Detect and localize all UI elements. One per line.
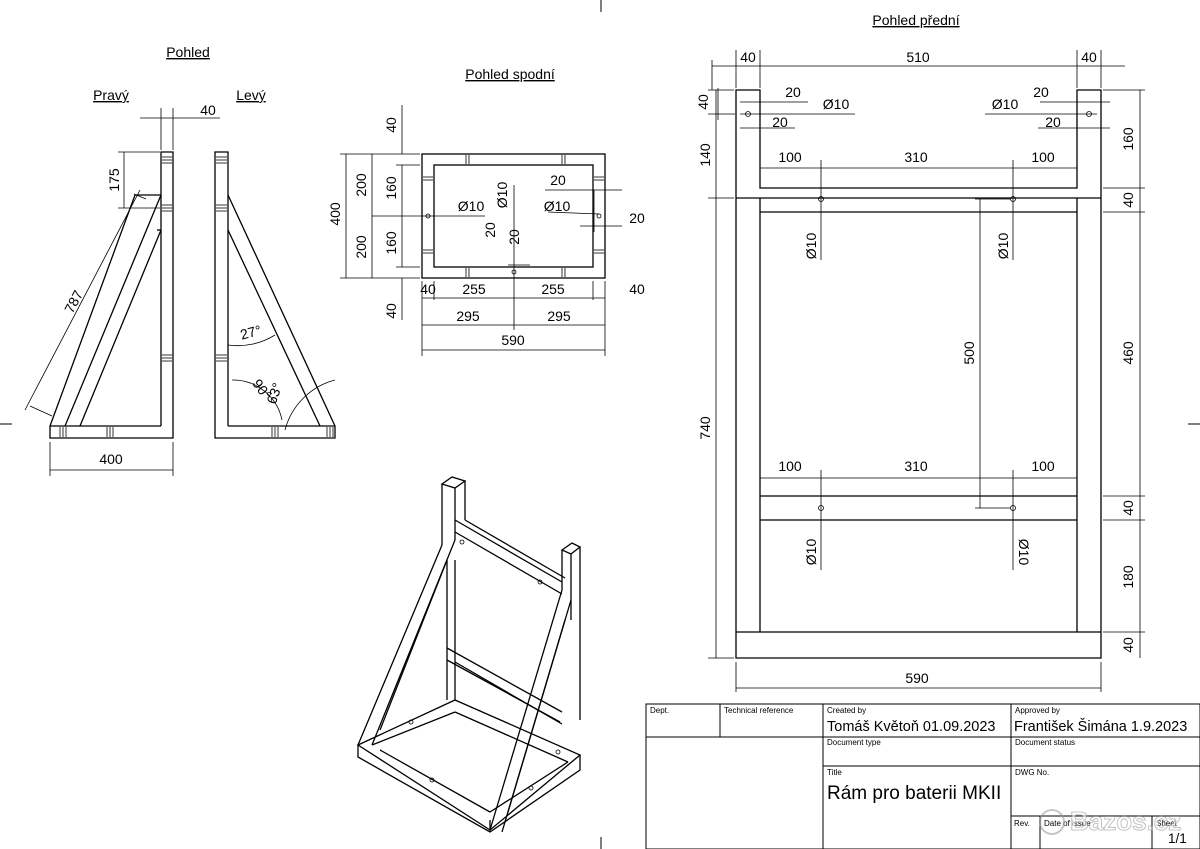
bottom-frame-marks: [423, 155, 604, 277]
front-dim-top-40-right: 40: [1081, 49, 1097, 65]
front-dim-upper-310: 310: [904, 149, 928, 165]
front-dim-right-20-b: 20: [1045, 114, 1061, 130]
tb-sheet-value: 1/1: [1168, 831, 1187, 846]
bottom-dim-20-right-side: 20: [629, 210, 645, 226]
front-dim-upper-100-left: 100: [778, 149, 802, 165]
left-view-label: Levý: [236, 87, 266, 103]
front-dim-left-140: 140: [697, 143, 713, 167]
front-dim-hole-10-c: Ø10: [803, 539, 819, 566]
watermark: Bazos.cz: [1039, 805, 1182, 837]
front-view: Pohled přední: [695, 12, 1145, 692]
bottom-dim-400: 400: [327, 202, 343, 226]
tb-rev-label: Rev.: [1014, 819, 1030, 828]
tb-title-label: Title: [827, 768, 842, 777]
side-dim-787: 787: [61, 287, 86, 315]
bottom-dim-20-right-top: 20: [550, 172, 566, 188]
bottom-dim-160-b: 160: [383, 231, 399, 255]
front-dim-hole-10-d: Ø10: [1016, 539, 1032, 566]
bottom-dim-295-left: 295: [456, 308, 480, 324]
front-dim-right-hole: Ø10: [992, 96, 1019, 112]
side-dim-175: 175: [106, 168, 122, 192]
side-view-title: Pohled: [166, 44, 210, 60]
right-side-frame: [49, 151, 174, 439]
bottom-dim-20-center-a: 20: [482, 222, 498, 238]
watermark-text: Bazos.cz: [1070, 806, 1181, 836]
bottom-dim-40-top: 40: [383, 117, 399, 133]
bottom-dim-200-b: 200: [353, 235, 369, 259]
bottom-dim-255-left: 255: [462, 281, 486, 297]
bottom-dim-295-right: 295: [547, 308, 571, 324]
front-view-title: Pohled přední: [872, 12, 959, 28]
tb-dept-label: Dept.: [650, 706, 669, 715]
tb-created-value: Tomáš Květoň 01.09.2023: [827, 719, 995, 735]
bottom-view: Pohled spodní: [327, 66, 645, 356]
left-side-frame: [214, 151, 336, 439]
front-dim-right-460: 460: [1120, 341, 1136, 365]
tb-approved-value: František Šimána 1.9.2023: [1014, 718, 1187, 735]
front-dim-right-180: 180: [1120, 565, 1136, 589]
bottom-dim-20-center-b: 20: [506, 229, 522, 245]
front-dim-upper-100-right: 100: [1031, 149, 1055, 165]
side-angle-27: 27°: [238, 322, 263, 343]
front-dim-left-20-a: 20: [785, 84, 801, 100]
front-dim-bottom-590: 590: [905, 670, 929, 686]
tb-approved-label: Approved by: [1015, 706, 1060, 715]
bottom-dim-40-bottom: 40: [383, 303, 399, 319]
side-dim-400: 400: [99, 451, 123, 467]
front-dim-hole-10-b: Ø10: [995, 233, 1011, 260]
tb-techref-label: Technical reference: [724, 706, 794, 715]
tb-doctype-label: Document type: [827, 738, 881, 747]
side-dimension-lines: [24, 108, 336, 476]
tb-docstatus-label: Document status: [1015, 738, 1075, 747]
isometric-holes: [408, 539, 561, 791]
isometric-view: [356, 476, 582, 833]
front-dim-left-20-b: 20: [772, 114, 788, 130]
bottom-dim-200-a: 200: [353, 173, 369, 197]
front-dim-mid-310: 310: [904, 458, 928, 474]
bottom-dimension-lines: [340, 105, 622, 356]
bottom-view-title: Pohled spodní: [465, 66, 555, 82]
front-dimension-lines: [708, 50, 1145, 692]
tb-created-label: Created by: [827, 706, 866, 715]
left-frame-holes: [216, 156, 334, 437]
right-frame-holes: [59, 156, 172, 437]
front-dim-top-510: 510: [906, 49, 930, 65]
front-frame-holes: [745, 111, 1092, 511]
bottom-dim-40-left: 40: [420, 281, 436, 297]
bottom-dim-255-right: 255: [541, 281, 565, 297]
front-dim-right-160: 160: [1120, 127, 1136, 151]
tb-title-value: Rám pro baterii MKII: [827, 783, 1001, 804]
side-angle-63: 63°: [263, 381, 285, 406]
tb-date-label: Date of issue: [1044, 819, 1091, 828]
bottom-dim-590: 590: [501, 332, 525, 348]
bottom-dim-40-right: 40: [629, 281, 645, 297]
front-dim-500: 500: [961, 341, 977, 365]
tb-sheet-label: Sheet: [1156, 819, 1178, 828]
side-views: Pohled Pravý Levý: [24, 44, 336, 476]
front-dim-left-hole: Ø10: [823, 96, 850, 112]
bottom-dim-160-a: 160: [383, 176, 399, 200]
front-dim-top-40-left: 40: [740, 49, 756, 65]
front-dim-right-40-c: 40: [1120, 637, 1136, 653]
front-frame: [735, 89, 1102, 659]
bottom-hole-right: Ø10: [544, 198, 571, 214]
front-dim-left-740: 740: [697, 416, 713, 440]
side-dim-40: 40: [200, 102, 216, 118]
title-block: [645, 703, 1200, 849]
right-view-label: Pravý: [93, 87, 129, 103]
front-dim-right-40-a: 40: [1120, 192, 1136, 208]
front-dim-hole-10-a: Ø10: [803, 233, 819, 260]
watermark-logo-icon: [1039, 809, 1065, 835]
front-dim-right-20-a: 20: [1033, 84, 1049, 100]
bottom-hole-left: Ø10: [458, 198, 485, 214]
bottom-hole-center: Ø10: [494, 182, 510, 209]
front-dim-left-40: 40: [695, 94, 711, 110]
front-dim-mid-100-right: 100: [1031, 458, 1055, 474]
front-dim-right-40-b: 40: [1120, 500, 1136, 516]
front-dim-mid-100-left: 100: [778, 458, 802, 474]
tb-dwg-label: DWG No.: [1015, 768, 1049, 777]
